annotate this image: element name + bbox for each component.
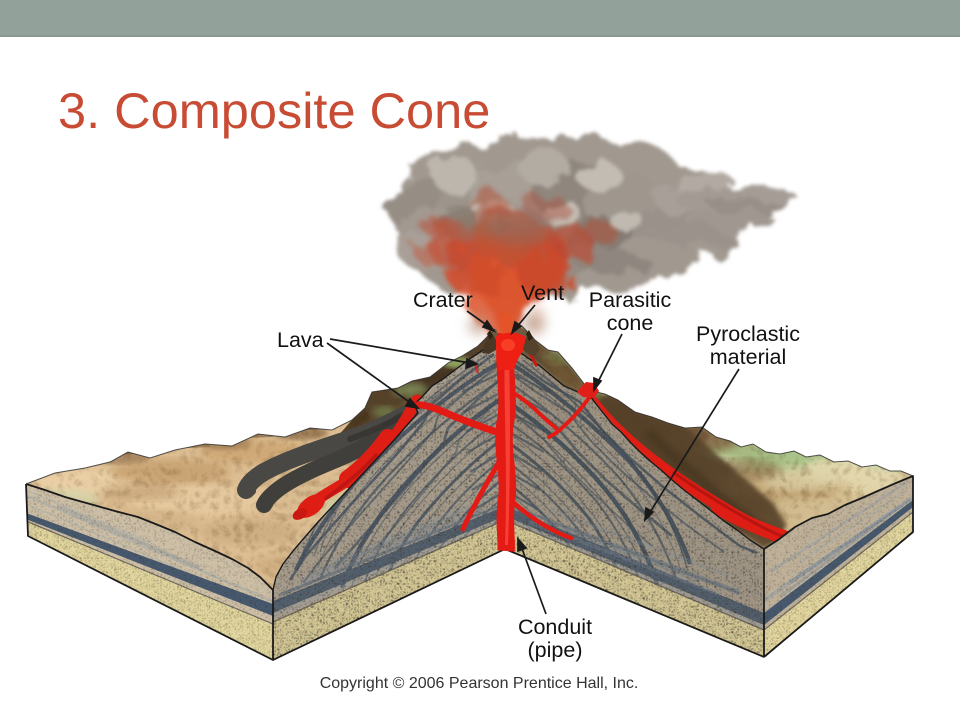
svg-text:material: material: [710, 345, 786, 369]
svg-text:Lava: Lava: [277, 328, 324, 352]
svg-text:Parasitic: Parasitic: [589, 288, 672, 312]
svg-text:Vent: Vent: [521, 281, 564, 305]
svg-text:(pipe): (pipe): [528, 638, 583, 662]
svg-text:cone: cone: [607, 311, 654, 335]
svg-text:Conduit: Conduit: [518, 615, 592, 639]
svg-text:3. Composite Cone: 3. Composite Cone: [58, 82, 490, 139]
svg-text:Crater: Crater: [413, 288, 473, 312]
svg-text:Pyroclastic: Pyroclastic: [696, 322, 800, 346]
svg-text:Copyright © 2006 Pearson Prent: Copyright © 2006 Pearson Prentice Hall, …: [320, 675, 639, 692]
